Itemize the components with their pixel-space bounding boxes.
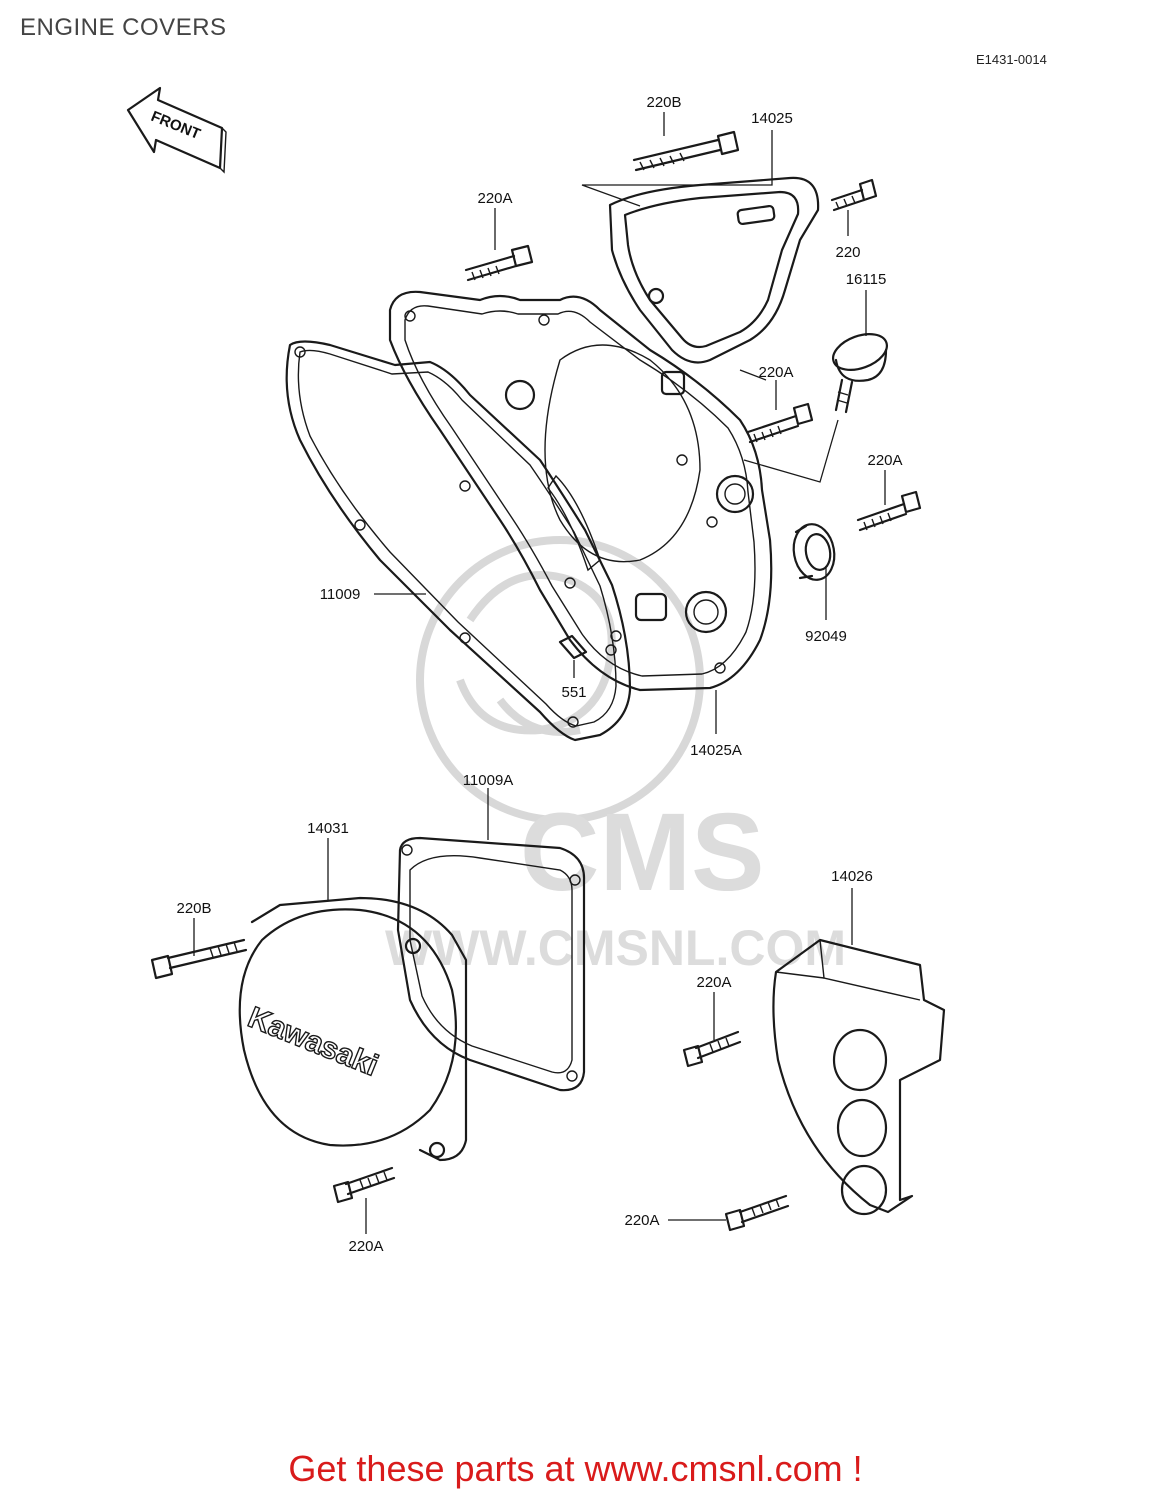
watermark-logo: CMS WWW.CMSNL.COM [385, 536, 846, 976]
callout-label: 551 [561, 684, 587, 701]
filler-cap-16115 [832, 333, 888, 414]
callout-label: 220B [176, 900, 212, 917]
bolt-220a-mid-lower [682, 1030, 742, 1068]
kawasaki-logo: Kawasaki [243, 1001, 382, 1083]
callout-label: 220A [477, 190, 513, 207]
watermark-brand: CMS [520, 791, 764, 914]
page-title: ENGINE COVERS [20, 14, 227, 41]
bolt-220a-mid [746, 402, 814, 444]
callout-label: 220B [646, 94, 682, 111]
front-arrow-icon: FRONT [126, 86, 227, 174]
callout-label: 220A [624, 1212, 660, 1229]
bolt-220a-lower-left [332, 1166, 396, 1204]
callout-label: 220A [867, 452, 903, 469]
bolt-220a-bottom-right [724, 1194, 790, 1232]
callout-label: 11009 [319, 586, 361, 603]
gasket-11009a [396, 836, 586, 1092]
bolt-220b-top [632, 130, 740, 172]
callout-label: 220A [348, 1238, 384, 1255]
diagram-code: E1431-0014 [976, 52, 1047, 67]
callout-label: 220A [758, 364, 794, 381]
leader-lines [193, 112, 886, 1234]
bolt-220 [830, 178, 878, 212]
callout-label: 14025 [751, 110, 793, 127]
callout-label: 14026 [831, 868, 873, 885]
oil-seal-92049 [792, 523, 836, 581]
callout-label: 220 [835, 244, 861, 261]
front-label: FRONT [149, 108, 203, 143]
bolt-220a-top [464, 244, 534, 282]
cover-14025a [388, 290, 773, 692]
bolt-220b-lower [150, 938, 248, 980]
callout-label: 14025A [690, 742, 742, 759]
callout-label: 11009A [462, 772, 514, 789]
callout-label: 14031 [307, 820, 349, 837]
watermark-url: WWW.CMSNL.COM [385, 920, 846, 976]
gasket-11009 [285, 340, 632, 742]
sprocket-cover-14026 [772, 938, 946, 1216]
bolt-220a-right [856, 490, 922, 532]
callout-label: 16115 [845, 271, 887, 288]
cover-14025 [608, 176, 820, 364]
callout-label: 92049 [805, 628, 847, 645]
dowel-pin-551 [558, 634, 588, 660]
footer-link[interactable]: Get these parts at www.cmsnl.com ! [288, 1448, 863, 1489]
callout-label: 220A [696, 974, 732, 991]
